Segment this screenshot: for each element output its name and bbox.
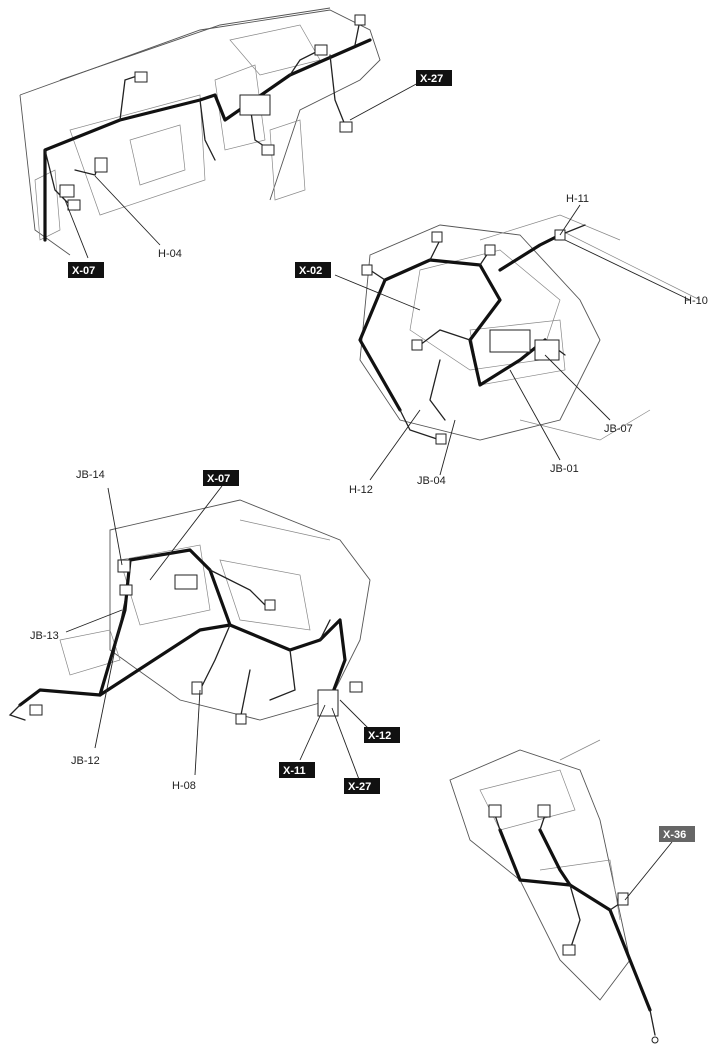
svg-text:X-11: X-11 xyxy=(283,765,306,777)
tag-x12: X-12 xyxy=(364,727,400,743)
tag-x27-mid: X-27 xyxy=(344,778,380,794)
label-h12: H-12 xyxy=(349,484,373,496)
tag-x36: X-36 xyxy=(659,826,695,842)
tag-x11: X-11 xyxy=(279,762,315,778)
label-jb12: JB-12 xyxy=(71,755,100,767)
label-jb07: JB-07 xyxy=(604,423,633,435)
svg-text:X-02: X-02 xyxy=(299,265,322,277)
label-h08: H-08 xyxy=(172,780,196,792)
label-jb04: JB-04 xyxy=(417,475,446,487)
svg-text:X-07: X-07 xyxy=(72,265,95,277)
svg-text:X-27: X-27 xyxy=(420,73,443,85)
svg-text:X-27: X-27 xyxy=(348,781,371,793)
label-jb01: JB-01 xyxy=(550,463,579,475)
interior-harness-view xyxy=(8,485,373,783)
label-jb14: JB-14 xyxy=(76,469,105,481)
steering-column-harness-view xyxy=(449,739,673,1044)
tag-x27-top: X-27 xyxy=(416,70,452,86)
dashboard-harness-view xyxy=(19,7,421,259)
label-h10: H-10 xyxy=(684,295,708,307)
tag-x02: X-02 xyxy=(295,262,331,278)
label-jb13: JB-13 xyxy=(30,630,59,642)
svg-text:X-36: X-36 xyxy=(663,829,686,841)
svg-text:X-12: X-12 xyxy=(368,730,391,742)
svg-text:X-07: X-07 xyxy=(207,473,230,485)
label-h04: H-04 xyxy=(158,248,182,260)
label-h11: H-11 xyxy=(566,193,589,205)
engine-bay-harness-view xyxy=(334,204,701,481)
tag-x07-top: X-07 xyxy=(68,262,104,278)
tag-x07-mid: X-07 xyxy=(203,470,239,486)
